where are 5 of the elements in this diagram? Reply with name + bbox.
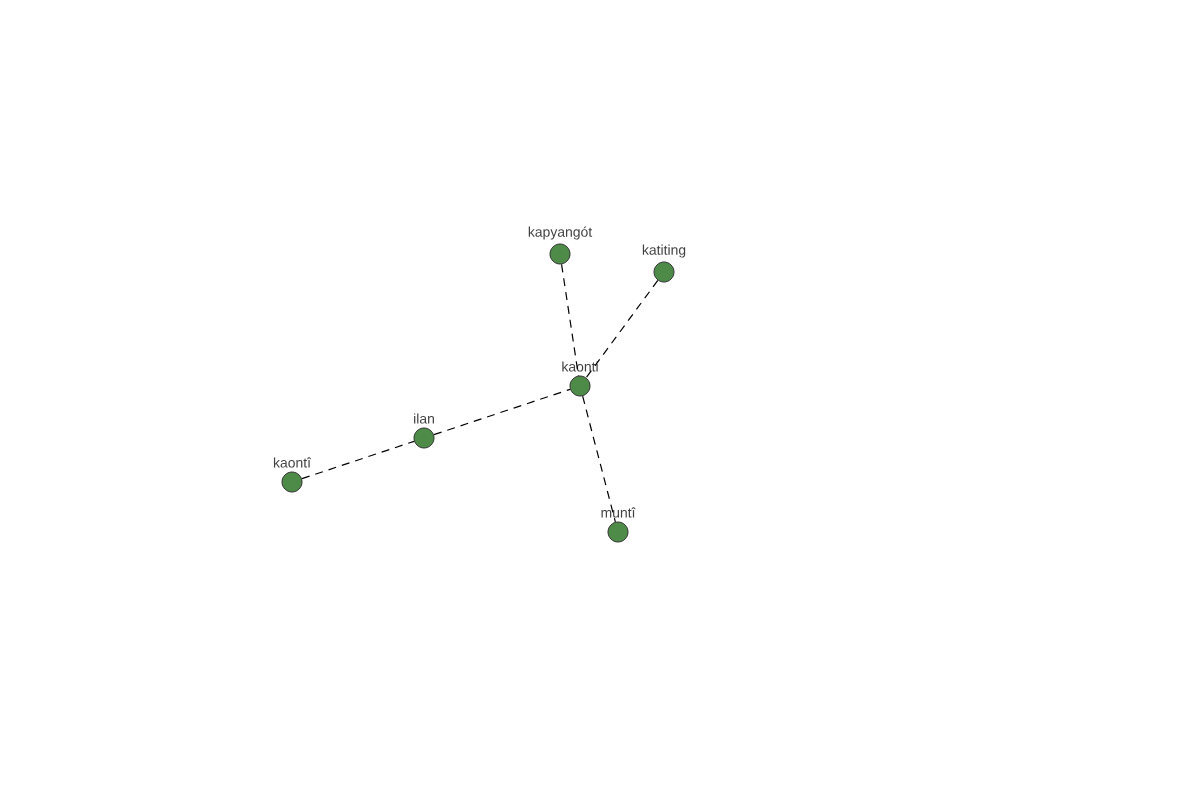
dashed-line xyxy=(433,388,571,436)
dashed-line xyxy=(561,263,580,377)
dashed-line xyxy=(585,279,659,379)
dashed-line xyxy=(582,395,616,523)
dashed-line xyxy=(301,440,415,480)
